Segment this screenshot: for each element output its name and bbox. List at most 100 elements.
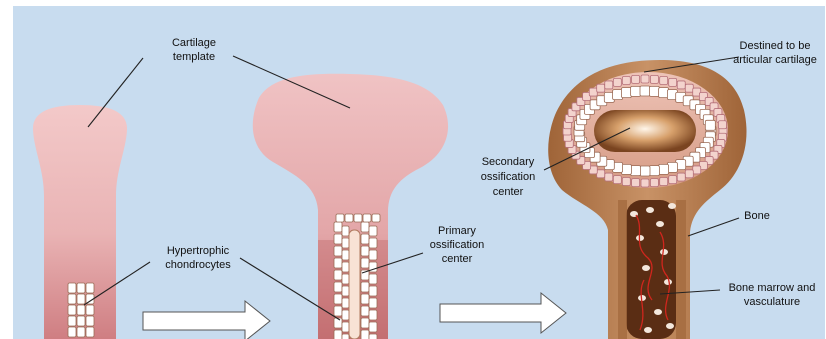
svg-text:template: template — [173, 51, 215, 63]
chondrocyte-cell — [342, 322, 349, 332]
label-primary-line1: Primary — [438, 225, 476, 237]
chondrocyte-cell — [363, 214, 371, 222]
chondrocyte-cell — [718, 121, 726, 129]
chondrocyte-cell — [369, 250, 377, 260]
chondrocyte-cell — [68, 294, 76, 304]
chondrocyte-cell — [345, 214, 353, 222]
chondrocyte-cell — [605, 173, 613, 181]
chondrocyte-cell — [68, 283, 76, 293]
trabecula — [646, 207, 654, 213]
svg-text:Hypertrophic: Hypertrophic — [167, 245, 230, 257]
label-bone: Bone — [744, 210, 770, 222]
chondrocyte-cell — [705, 120, 715, 130]
chondrocyte-cell — [369, 322, 377, 332]
chondrocyte-cell — [650, 179, 658, 187]
chondrocyte-cell — [621, 88, 631, 98]
chondrocyte-cell — [342, 286, 349, 296]
marrow-cavity — [626, 200, 676, 339]
chondrocyte-cell — [334, 258, 342, 268]
trabecula — [644, 327, 652, 333]
svg-text:Primary: Primary — [438, 225, 476, 237]
chondrocyte-cell — [342, 334, 349, 339]
chondrocyte-cell — [369, 310, 377, 320]
hypertrophic-cells-stage-1 — [68, 283, 94, 337]
svg-text:center: center — [493, 186, 524, 198]
trabecula — [654, 309, 662, 315]
chondrocyte-cell — [669, 176, 677, 184]
svg-text:chondrocytes: chondrocytes — [165, 259, 231, 271]
chondrocyte-cell — [613, 78, 621, 86]
chondrocyte-cell — [334, 294, 342, 304]
chondrocyte-cell — [77, 327, 85, 337]
svg-text:center: center — [442, 253, 473, 265]
chondrocyte-cell — [342, 298, 349, 308]
chondrocyte-cell — [669, 78, 677, 86]
label-secondary-line2: ossification — [481, 171, 535, 183]
chondrocyte-cell — [677, 173, 685, 181]
chondrocyte-cell — [86, 305, 94, 315]
chondrocyte-cell — [369, 286, 377, 296]
chondrocyte-cell — [597, 84, 605, 92]
chondrocyte-cell — [336, 214, 344, 222]
chondrocyte-cell — [361, 222, 369, 232]
chondrocyte-cell — [77, 294, 85, 304]
chondrocyte-cell — [354, 214, 362, 222]
chondrocyte-cell — [77, 316, 85, 326]
chondrocyte-cell — [68, 316, 76, 326]
trabecula — [668, 203, 676, 209]
chondrocyte-cell — [68, 327, 76, 337]
chondrocyte-cell — [334, 318, 342, 328]
svg-text:articular cartilage: articular cartilage — [733, 54, 817, 66]
chondrocyte-cell — [631, 86, 641, 96]
chondrocyte-cell — [77, 283, 85, 293]
chondrocyte-cell — [342, 250, 349, 260]
chondrocyte-cell — [361, 246, 369, 256]
chondrocyte-cell — [641, 179, 649, 187]
chondrocyte-cell — [685, 84, 693, 92]
trabecula — [642, 265, 650, 271]
label-hypertrophic-line2: chondrocytes — [165, 259, 231, 271]
label-bone-text: Bone — [744, 210, 770, 222]
label-marrow-line1: Bone marrow and — [729, 282, 816, 294]
chondrocyte-cell — [361, 306, 369, 316]
chondrocyte-cell — [342, 238, 349, 248]
chondrocyte-cell — [369, 226, 377, 236]
chondrocyte-cell — [361, 294, 369, 304]
chondrocyte-cell — [641, 75, 649, 83]
label-marrow-line2: vasculature — [744, 296, 800, 308]
svg-text:vasculature: vasculature — [744, 296, 800, 308]
chondrocyte-cell — [77, 305, 85, 315]
chondrocyte-cell — [334, 282, 342, 292]
chondrocyte-cell — [361, 258, 369, 268]
chondrocyte-cell — [631, 166, 641, 176]
label-primary-line3: center — [442, 253, 473, 265]
chondrocyte-cell — [613, 176, 621, 184]
label-cartilage-template-line2: template — [173, 51, 215, 63]
label-cartilage-template-line1: Cartilage — [172, 37, 216, 49]
chondrocyte-cell — [605, 81, 613, 89]
chondrocyte-cell — [86, 327, 94, 337]
chondrocyte-cell — [622, 77, 630, 85]
chondrocyte-cell — [693, 166, 701, 174]
chondrocyte-cell — [622, 177, 630, 185]
primary-ossification-center-shape — [349, 230, 360, 339]
label-articular-line1: Destined to be — [740, 40, 811, 52]
svg-text:Bone: Bone — [744, 210, 770, 222]
chondrocyte-cell — [342, 274, 349, 284]
svg-text:Destined to be: Destined to be — [740, 40, 811, 52]
chondrocyte-cell — [650, 75, 658, 83]
chondrocyte-cell — [342, 310, 349, 320]
chondrocyte-cell — [649, 166, 659, 176]
chondrocyte-cell — [86, 283, 94, 293]
svg-text:ossification: ossification — [481, 171, 535, 183]
chondrocyte-cell — [342, 226, 349, 236]
chondrocyte-cell — [361, 282, 369, 292]
chondrocyte-cell — [369, 334, 377, 339]
chondrocyte-cell — [68, 305, 76, 315]
label-hypertrophic-line1: Hypertrophic — [167, 245, 230, 257]
marrow-right-cortex — [676, 200, 686, 339]
label-secondary-line3: center — [493, 186, 524, 198]
chondrocyte-cell — [334, 222, 342, 232]
chondrocyte-cell — [660, 77, 668, 85]
